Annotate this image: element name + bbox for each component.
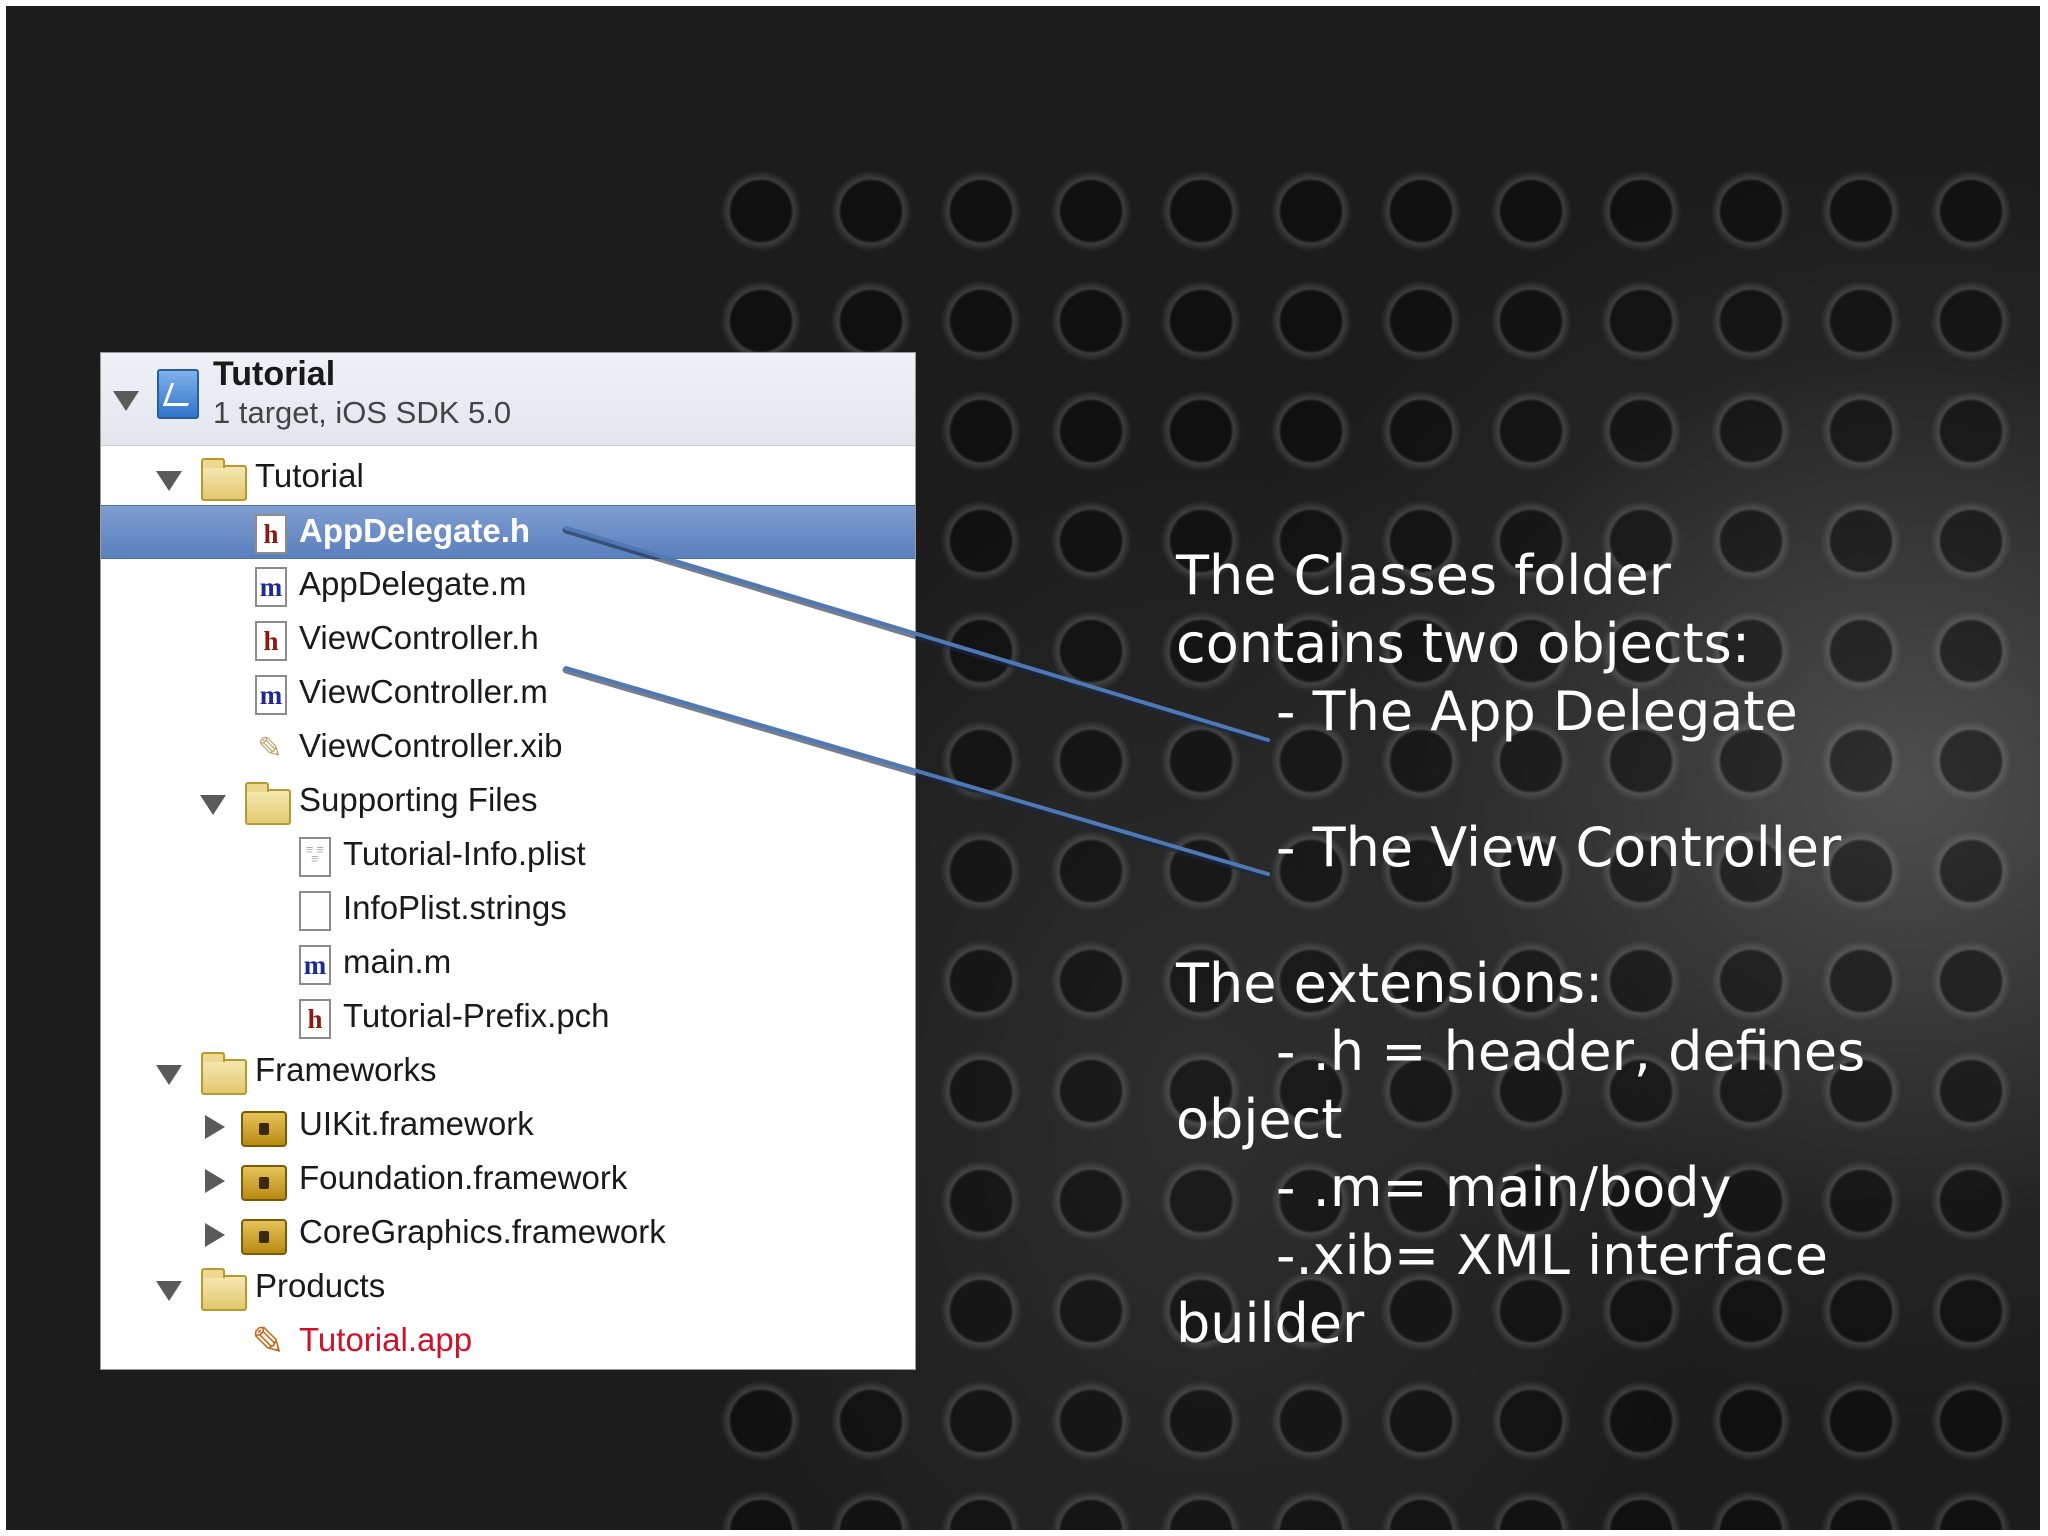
disclosure-closed-icon[interactable] [205, 1223, 225, 1247]
tree-item-appdelegate-m[interactable]: m AppDelegate.m [101, 559, 915, 613]
disclosure-open-icon[interactable] [200, 795, 226, 815]
project-navigator: Tutorial 1 target, iOS SDK 5.0 Tutorial … [100, 352, 916, 1370]
disclosure-open-icon[interactable] [113, 391, 139, 411]
folder-icon [245, 782, 291, 825]
project-subtitle: 1 target, iOS SDK 5.0 [213, 395, 512, 430]
tree-item-label: Tutorial [255, 457, 364, 494]
tree-item-label: Frameworks [255, 1051, 437, 1088]
tree-item-label: Tutorial-Info.plist [343, 835, 586, 872]
tree-item-label: main.m [343, 943, 452, 980]
extension-h-continued: object [1176, 1088, 1343, 1151]
slide-text-line2: contains two objects: [1176, 612, 1751, 675]
project-title: Tutorial [213, 355, 336, 393]
implementation-file-icon: m [255, 567, 287, 607]
extensions-title: The extensions: [1176, 952, 1604, 1015]
tree-item-coregraphics-framework[interactable]: CoreGraphics.framework [101, 1207, 915, 1261]
xcode-project-icon [157, 369, 199, 419]
tree-item-label: Tutorial.app [299, 1321, 473, 1358]
tree-item-foundation-framework[interactable]: Foundation.framework [101, 1153, 915, 1207]
tree-item-frameworks-folder[interactable]: Frameworks [101, 1045, 915, 1099]
tree-item-label: ViewController.h [299, 619, 539, 656]
extension-xib: -.xib= XML interface [1276, 1224, 1828, 1287]
tree-item-supporting-files-folder[interactable]: Supporting Files [101, 775, 915, 829]
tree-item-uikit-framework[interactable]: UIKit.framework [101, 1099, 915, 1153]
tree-item-infoplist-strings[interactable]: InfoPlist.strings [101, 883, 915, 937]
tree-item-label: Supporting Files [299, 781, 538, 818]
tree-item-label: ViewController.xib [299, 727, 563, 764]
folder-icon [201, 1268, 247, 1311]
implementation-file-icon: m [255, 675, 287, 715]
project-header[interactable]: Tutorial 1 target, iOS SDK 5.0 [101, 353, 915, 446]
tree-item-label: InfoPlist.strings [343, 889, 567, 926]
header-file-icon: h [255, 514, 287, 554]
disclosure-closed-icon[interactable] [205, 1169, 225, 1193]
header-file-icon: h [299, 999, 331, 1039]
tree-item-products-folder[interactable]: Products [101, 1261, 915, 1315]
tree-item-info-plist[interactable]: Tutorial-Info.plist [101, 829, 915, 883]
tree-item-main-m[interactable]: m main.m [101, 937, 915, 991]
tree-item-viewcontroller-xib[interactable]: ✎ ViewController.xib [101, 721, 915, 775]
tree-item-label: Foundation.framework [299, 1159, 628, 1196]
tree-item-label: UIKit.framework [299, 1105, 534, 1142]
tree-item-prefix-pch[interactable]: h Tutorial-Prefix.pch [101, 991, 915, 1045]
tree-item-label: AppDelegate.m [299, 565, 527, 602]
plist-file-icon [299, 837, 331, 877]
tree-item-label: ViewController.m [299, 673, 548, 710]
extension-m: - .m= main/body [1276, 1156, 1732, 1219]
tree-item-label: Products [255, 1267, 386, 1304]
tree-item-tutorial-folder[interactable]: Tutorial [101, 451, 915, 505]
app-product-icon: ✎ [251, 1320, 285, 1364]
tree-item-tutorial-app[interactable]: ✎ Tutorial.app [101, 1315, 915, 1369]
tree-item-label: Tutorial-Prefix.pch [343, 997, 610, 1034]
interface-builder-file-icon: ✎ [257, 732, 283, 765]
disclosure-closed-icon[interactable] [205, 1115, 225, 1139]
tree-item-label: AppDelegate.h [299, 512, 531, 549]
disclosure-open-icon[interactable] [156, 1281, 182, 1301]
bullet-app-delegate: - The App Delegate [1276, 680, 1798, 743]
strings-file-icon [299, 891, 331, 931]
disclosure-open-icon[interactable] [156, 1065, 182, 1085]
extension-h: - .h = header, defines [1276, 1020, 1866, 1083]
tree-item-appdelegate-h[interactable]: h AppDelegate.h [101, 505, 915, 559]
folder-icon [201, 1052, 247, 1095]
tree-item-viewcontroller-h[interactable]: h ViewController.h [101, 613, 915, 667]
bullet-view-controller: - The View Controller [1276, 816, 1842, 879]
slide-text-line1: The Classes folder [1176, 544, 1671, 607]
framework-icon [241, 1219, 287, 1255]
extension-xib-continued: builder [1176, 1292, 1365, 1355]
implementation-file-icon: m [299, 945, 331, 985]
folder-icon [201, 458, 247, 501]
framework-icon [241, 1165, 287, 1201]
tree-item-viewcontroller-m[interactable]: m ViewController.m [101, 667, 915, 721]
framework-icon [241, 1111, 287, 1147]
tree-item-label: CoreGraphics.framework [299, 1213, 666, 1250]
header-file-icon: h [255, 621, 287, 661]
disclosure-open-icon[interactable] [156, 471, 182, 491]
